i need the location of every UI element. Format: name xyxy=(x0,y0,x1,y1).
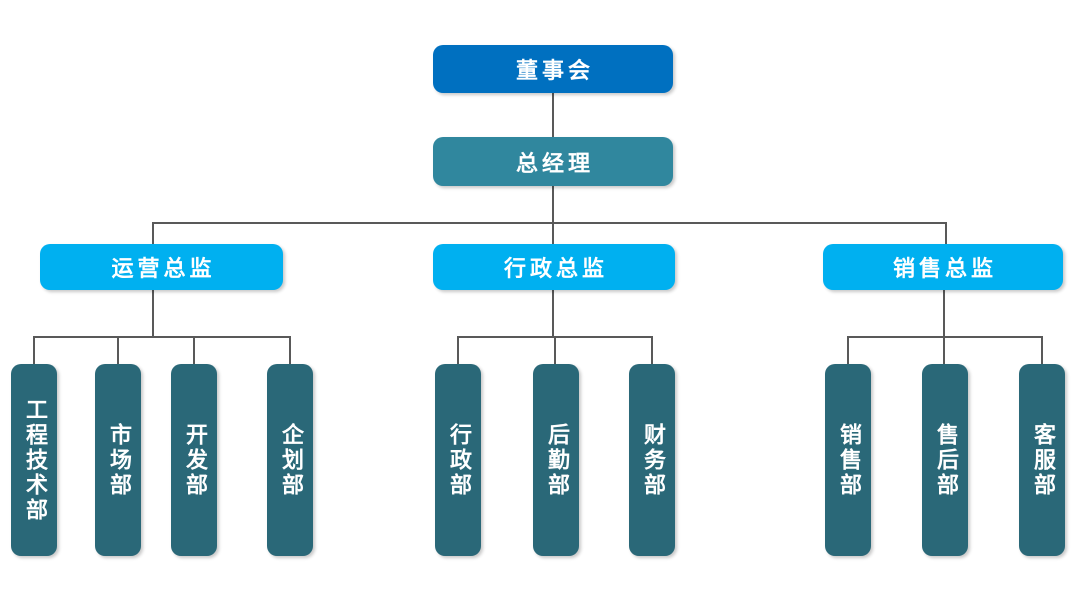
org-node-label: 董事会 xyxy=(515,59,594,84)
connector-line xyxy=(117,336,119,364)
org-node-dept-marketing: 市场部 xyxy=(95,364,141,556)
connector-line xyxy=(943,290,945,337)
connector-line xyxy=(152,222,154,244)
org-node-dept-logistics: 后勤部 xyxy=(533,364,579,556)
org-node-label: 运营总监 xyxy=(111,257,216,282)
org-node-label: 客服部 xyxy=(1030,422,1055,498)
connector-line xyxy=(651,336,653,364)
org-node-label: 售后部 xyxy=(933,422,958,498)
org-node-label: 总经理 xyxy=(515,151,594,177)
org-node-label: 企划部 xyxy=(278,422,303,498)
connector-line xyxy=(945,222,947,244)
connector-line xyxy=(193,336,195,364)
org-node-label: 市场部 xyxy=(106,422,131,498)
connector-line xyxy=(152,222,947,224)
org-node-dept-finance: 财务部 xyxy=(629,364,675,556)
connector-line xyxy=(552,186,554,223)
connector-line xyxy=(457,336,459,364)
org-node-sales-director: 销售总监 xyxy=(823,244,1063,290)
org-node-dept-customer-service: 客服部 xyxy=(1019,364,1065,556)
connector-line xyxy=(152,290,154,337)
org-node-general-manager: 总经理 xyxy=(433,137,673,186)
org-node-label: 工程技术部 xyxy=(22,397,47,523)
connector-line xyxy=(847,336,849,364)
connector-line xyxy=(33,336,35,364)
org-node-label: 销售部 xyxy=(836,422,861,498)
connector-line xyxy=(552,289,554,337)
connector-line xyxy=(289,336,291,364)
org-node-dept-admin: 行政部 xyxy=(435,364,481,556)
org-node-operations-director: 运营总监 xyxy=(40,244,283,290)
connector-line xyxy=(847,336,1043,338)
connector-line xyxy=(1041,336,1043,364)
org-node-board: 董事会 xyxy=(433,45,673,93)
org-node-label: 开发部 xyxy=(182,422,207,498)
org-node-label: 销售总监 xyxy=(892,257,997,282)
org-node-label: 行政部 xyxy=(446,422,471,498)
org-node-dept-development: 开发部 xyxy=(171,364,217,556)
org-node-label: 财务部 xyxy=(640,422,665,498)
org-node-label: 行政总监 xyxy=(503,257,608,282)
org-node-dept-planning: 企划部 xyxy=(267,364,313,556)
org-node-admin-director: 行政总监 xyxy=(433,244,675,290)
org-node-dept-engineering-tech: 工程技术部 xyxy=(11,364,57,556)
connector-line xyxy=(552,222,554,244)
connector-line xyxy=(552,93,554,137)
connector-line xyxy=(943,336,945,364)
org-node-dept-sales: 销售部 xyxy=(825,364,871,556)
connector-line xyxy=(554,336,556,364)
org-node-label: 后勤部 xyxy=(544,422,569,498)
org-node-dept-aftersales: 售后部 xyxy=(922,364,968,556)
connector-line xyxy=(33,336,291,338)
